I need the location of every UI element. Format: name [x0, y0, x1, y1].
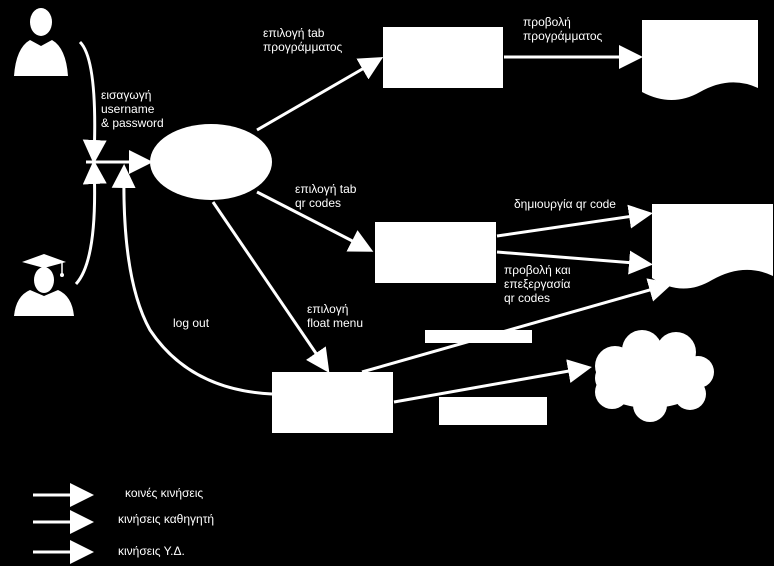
- create-qr-label: δημιουργία qr code: [514, 197, 616, 211]
- legend-label-student: κινήσεις Υ.Δ.: [118, 544, 185, 558]
- legend-label-common: κοινές κινήσεις: [125, 486, 204, 500]
- float-to-qr-arrow: [361, 278, 673, 374]
- view-qr-arrow: [496, 250, 653, 275]
- view-edit-qr-label: προβολή και επεξεργασία qr codes: [504, 263, 571, 305]
- view-program-label: προβολή προγράμματος: [523, 15, 603, 43]
- program-tab-arrow: [256, 56, 384, 132]
- select-qr-tab-label: επιλογή tab qr codes: [295, 182, 357, 210]
- app-node: [150, 124, 272, 200]
- float-menu-box: [272, 372, 393, 433]
- cloud-icon: [595, 330, 714, 422]
- qr-tab-arrow: [256, 190, 374, 252]
- program-document: [642, 20, 758, 100]
- log-out-label: log out: [173, 316, 210, 330]
- blank-label-bar: [425, 330, 532, 343]
- teacher-login-path: [78, 40, 107, 164]
- student-login-path: [74, 160, 107, 286]
- logout-arrow: [111, 164, 273, 396]
- graduate-icon: [14, 254, 74, 316]
- qr-document: [652, 204, 773, 289]
- float-to-cloud-arrow: [393, 359, 592, 404]
- select-program-tab-label: επιλογή tab προγράμματος: [263, 26, 343, 54]
- qr-box: [375, 222, 496, 283]
- select-float-menu-label: επιλογή float menu: [307, 302, 364, 330]
- float-menu-arrow: [211, 201, 330, 373]
- create-qr-arrow: [496, 204, 653, 238]
- input-credentials-label: εισαγωγή username & password: [101, 88, 164, 130]
- legend-label-teacher: κινήσεις καθηγητή: [118, 512, 215, 526]
- teacher-icon: [14, 8, 68, 76]
- blank-label-bar: [439, 397, 547, 425]
- program-box: [383, 27, 503, 88]
